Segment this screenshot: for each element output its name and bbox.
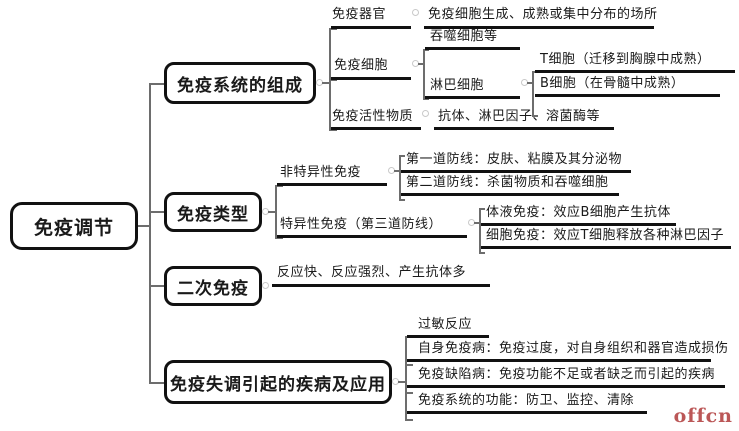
immune-cell-sub-label-0: 吞噬细胞等 xyxy=(430,29,498,44)
types-child-label-1: 特异性免疫（第三道防线） xyxy=(280,217,443,232)
composition-child-label-1: 免疫细胞 xyxy=(334,58,389,73)
specific-sub-underline-0 xyxy=(481,223,676,226)
lymphocyte-sub-underline-0 xyxy=(535,70,735,73)
specific-spine-connector xyxy=(479,208,481,253)
disorders-child-label-3: 免疫系统的功能：防卫、监控、清除 xyxy=(418,393,635,408)
composition-child-underline-0 xyxy=(331,26,411,29)
specific-sub-underline-1 xyxy=(481,246,731,249)
branch-label-disorders: 免疫失调引起的疾病及应用 xyxy=(170,374,386,395)
immune-cell-spine-connector xyxy=(423,49,425,99)
disorders-child-underline-1 xyxy=(407,359,711,362)
branch-node-secondary[interactable]: 二次免疫 xyxy=(164,266,262,306)
branch-node-types[interactable]: 免疫类型 xyxy=(164,192,262,232)
composition-child-dot-0 xyxy=(412,9,419,16)
nonspecific-sub-label-0: 第一道防线：皮肤、粘膜及其分泌物 xyxy=(406,152,623,167)
branch-label-types: 免疫类型 xyxy=(177,204,249,225)
branch-node-composition[interactable]: 免疫系统的组成 xyxy=(164,62,316,104)
disorders-child-underline-0 xyxy=(407,335,489,338)
disorders-child-label-0: 过敏反应 xyxy=(418,317,473,332)
types-spine-connector xyxy=(275,185,277,238)
specific-sub-label-0: 体液免疫：效应B细胞产生抗体 xyxy=(486,205,671,220)
specific-sub-label-1: 细胞免疫：效应T细胞释放各种淋巴因子 xyxy=(486,228,724,243)
branch-connector-disorders xyxy=(149,382,165,384)
immune-cell-stub-connector xyxy=(418,63,424,65)
branch-connector-secondary xyxy=(149,285,165,287)
lymphocyte-sub-connector-1 xyxy=(532,115,538,117)
disorders-child-label-2: 免疫缺陷病：免疫功能不足或者缺乏而引起的疾病 xyxy=(418,367,716,382)
nonspecific-stub-connector xyxy=(394,170,400,172)
lymphocyte-sub-label-1: B细胞（在骨髓中成熟） xyxy=(540,76,685,91)
composition-child-underline-1 xyxy=(331,77,411,80)
nonspecific-sub-underline-0 xyxy=(401,170,631,173)
disorders-child-underline-3 xyxy=(407,411,647,414)
specific-sub-connector-1 xyxy=(479,252,485,254)
composition-child-label-2: 免疫活性物质 xyxy=(332,109,414,124)
composition-child-label-0: 免疫器官 xyxy=(332,7,387,22)
types-child-underline-0 xyxy=(277,183,387,186)
secondary-child-label-0: 反应快、反应强烈、产生抗体多 xyxy=(277,265,467,280)
root-node[interactable]: 免疫调节 xyxy=(10,202,138,250)
disorders-child-underline-2 xyxy=(407,385,725,388)
specific-stub-connector xyxy=(474,222,480,224)
composition-detail-underline-0 xyxy=(424,26,654,29)
nonspecific-spine-connector xyxy=(399,155,401,200)
specific-sub-connector-0 xyxy=(479,208,485,210)
nonspecific-sub-label-1: 第二道防线：杀菌物质和吞噬细胞 xyxy=(406,175,609,190)
disorders-child-label-1: 自身免疫病：免疫过度，对自身组织和器官造成损伤 xyxy=(418,341,729,356)
disorders-child-connector-3 xyxy=(405,419,413,421)
lymphocyte-sub-label-0: T细胞（迁移到胸腺中成熟） xyxy=(540,52,711,67)
secondary-child-underline-0 xyxy=(272,284,490,287)
composition-child-detail-2: 抗体、淋巴因子、溶菌酶等 xyxy=(438,109,601,124)
composition-detail-underline-2 xyxy=(434,127,614,130)
disorders-child-connector-2 xyxy=(405,392,413,394)
branch-dot-secondary xyxy=(262,282,269,289)
root-stub-connector xyxy=(138,225,150,227)
nonspecific-sub-connector-0 xyxy=(399,155,405,157)
composition-stub-connector xyxy=(322,82,330,84)
types-child-label-0: 非特异性免疫 xyxy=(280,165,362,180)
nonspecific-sub-connector-1 xyxy=(399,199,405,201)
immune-cell-sub-underline-0 xyxy=(425,47,520,50)
lymphocyte-sub-underline-1 xyxy=(535,94,720,97)
branch-connector-composition xyxy=(149,83,165,85)
offcn-watermark: offcn xyxy=(673,405,733,427)
composition-child-dot-2 xyxy=(422,110,429,117)
immune-cell-sub-label-1: 淋巴细胞 xyxy=(430,78,485,93)
branch-connector-types xyxy=(149,211,165,213)
root-trunk-connector xyxy=(149,83,151,383)
nonspecific-sub-underline-1 xyxy=(401,193,619,196)
disorders-stub-connector xyxy=(398,381,406,383)
branch-label-secondary: 二次免疫 xyxy=(177,278,249,299)
disorders-child-connector-1 xyxy=(405,364,413,366)
disorders-spine-connector xyxy=(405,336,407,420)
lymphocyte-stub-connector xyxy=(527,82,533,84)
lymphocyte-spine-connector xyxy=(532,71,534,116)
types-stub-connector xyxy=(268,211,276,213)
composition-child-detail-0: 免疫细胞生成、成熟或集中分布的场所 xyxy=(428,7,658,22)
branch-label-composition: 免疫系统的组成 xyxy=(177,75,303,96)
root-node-label: 免疫调节 xyxy=(33,216,114,239)
immune-cell-sub-underline-1 xyxy=(425,96,520,99)
branch-node-disorders[interactable]: 免疫失调引起的疾病及应用 xyxy=(164,360,392,404)
types-child-underline-1 xyxy=(277,235,467,238)
composition-child-underline-2 xyxy=(331,127,421,130)
